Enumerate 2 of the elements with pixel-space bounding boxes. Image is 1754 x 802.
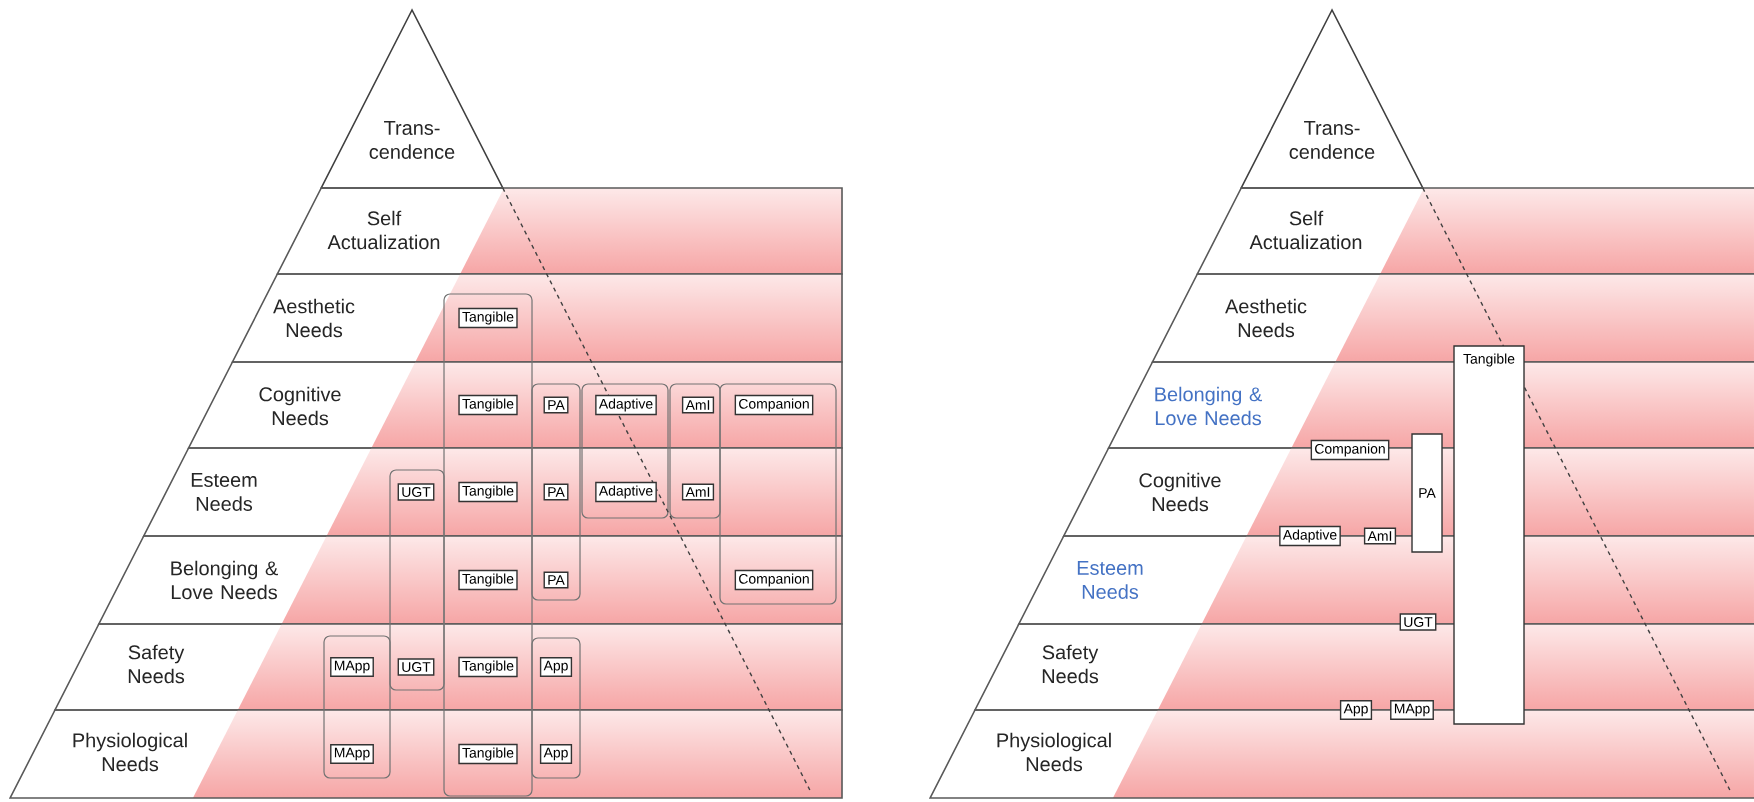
pyramid-level: Self Actualization (1196, 187, 1754, 275)
pyramid-level: Self Actualization (276, 187, 843, 275)
